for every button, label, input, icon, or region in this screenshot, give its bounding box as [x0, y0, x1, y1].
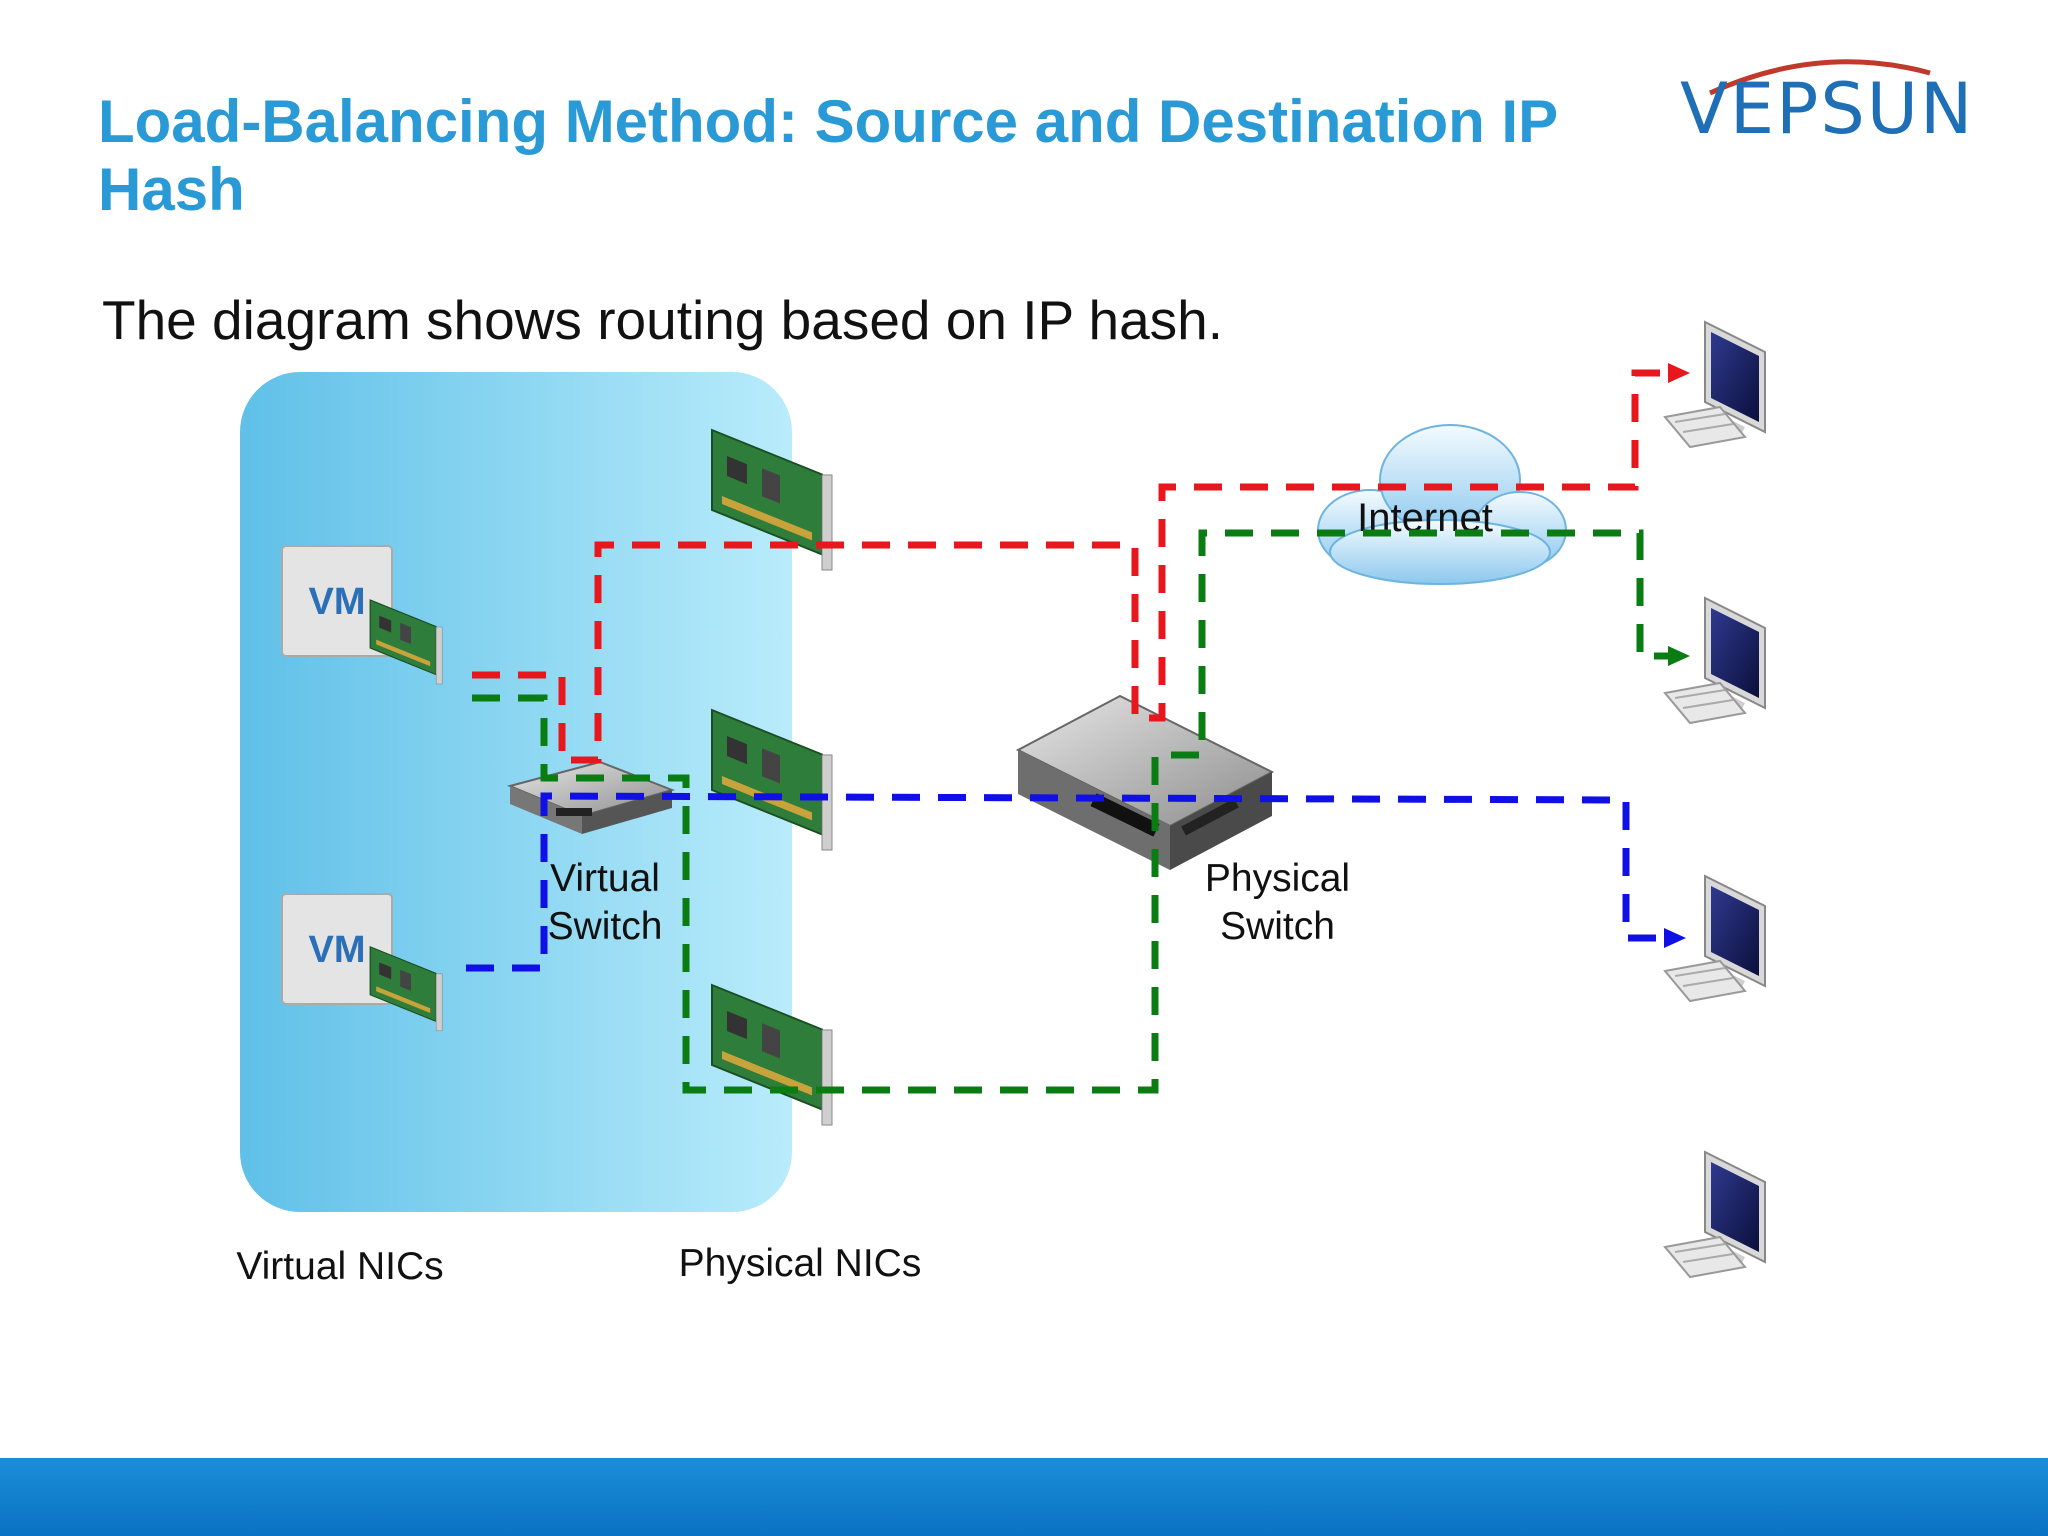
virtual-nics-label: Virtual NICs — [236, 1245, 444, 1288]
red-hash-path — [472, 369, 1668, 764]
vm-label-2: VM — [309, 929, 366, 971]
slide-title: Load-Balancing Method: Source and Destin… — [98, 88, 1558, 223]
physical-nics-label: Physical NICs — [678, 1242, 922, 1285]
slide-subtitle: The diagram shows routing based on IP ha… — [102, 289, 1224, 351]
virtual-switch-label: Virtual Switch — [540, 855, 670, 951]
virtual-switch-label-line-1: Virtual — [550, 857, 660, 900]
blue-arrow-icon — [1664, 928, 1686, 948]
virtual-switch-label-line-2: Switch — [547, 905, 663, 948]
computer-icon-1 — [1664, 321, 1766, 448]
green-arrow-icon — [1668, 646, 1690, 666]
vm-label-1: VM — [309, 581, 366, 623]
physical-switch-label: Physical Switch — [1190, 855, 1365, 951]
green-hash-path — [472, 529, 1668, 1094]
red-arrow-icon — [1668, 363, 1690, 383]
logo-swoosh-icon — [1708, 59, 1931, 96]
vm-box-2: VM — [281, 893, 393, 1005]
footer-bar — [0, 1458, 2048, 1536]
vm-box-1: VM — [281, 545, 393, 657]
physical-switch-label-line-2: Switch — [1220, 905, 1335, 948]
computer-icon-4 — [1664, 1151, 1766, 1278]
vepsun-logo: VEPSUN — [1670, 48, 1972, 158]
physical-switch-icon — [1015, 694, 1275, 870]
blue-hash-path — [466, 792, 1664, 972]
physical-switch-label-line-1: Physical — [1204, 857, 1351, 900]
logo-text: VEPSUN — [1680, 68, 1975, 150]
